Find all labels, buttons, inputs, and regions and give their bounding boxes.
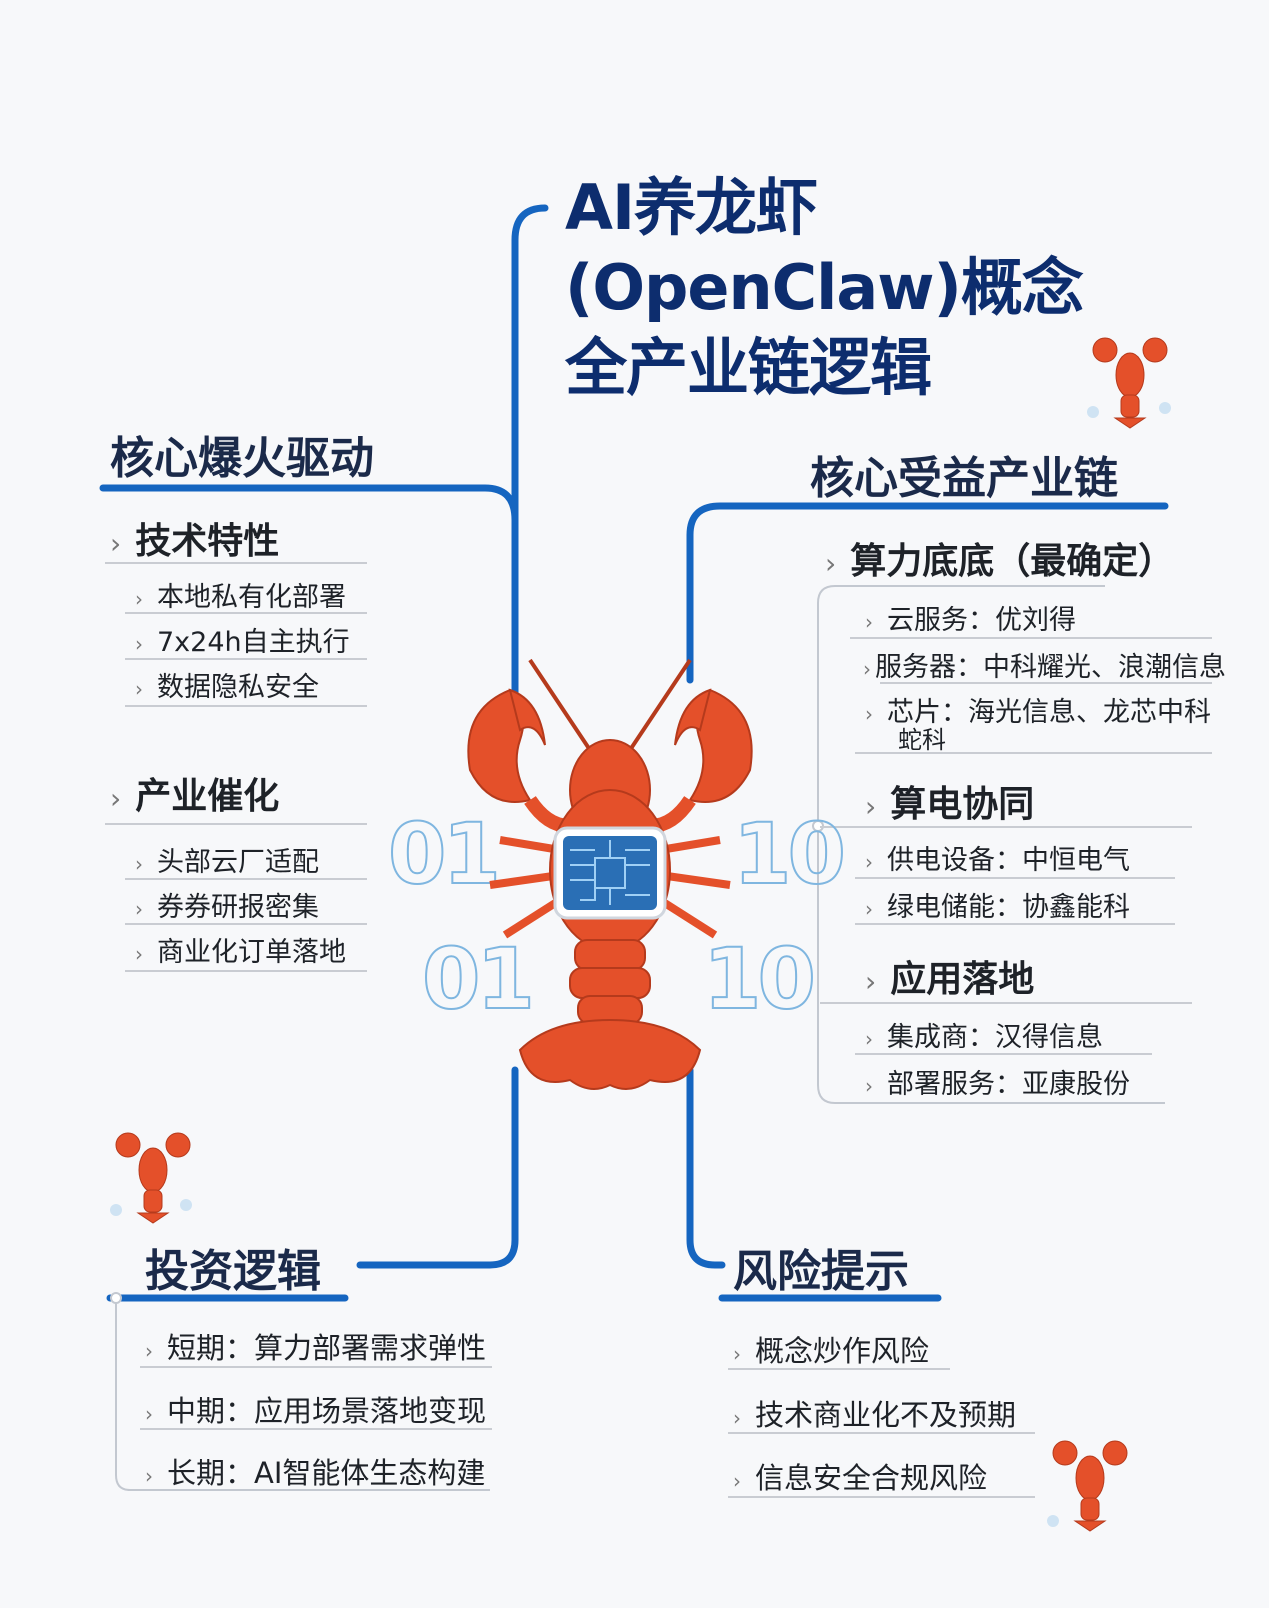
list-item: › 商业化订单落地 bbox=[135, 930, 346, 969]
binary-digits: 01 bbox=[421, 929, 536, 1029]
item-label: 头部云厂适配 bbox=[157, 847, 319, 878]
chevron-icon: › bbox=[135, 587, 143, 611]
item-label: 技术商业化不及预期 bbox=[755, 1398, 1017, 1432]
group-heading-tech: › 技术特性 bbox=[110, 512, 279, 564]
chevron-icon: › bbox=[110, 782, 122, 815]
group-heading-catalyst: › 产业催化 bbox=[110, 767, 279, 819]
chevron-icon: › bbox=[135, 852, 143, 876]
list-item: › 7x24h自主执行 bbox=[135, 620, 350, 659]
branch-heading-invest: 投资逻辑 bbox=[145, 1246, 321, 1297]
item-label: 短期：算力部署需求弹性 bbox=[167, 1331, 487, 1365]
list-item: › 集成商：汉得信息 bbox=[865, 1015, 1103, 1054]
list-item: › 信息安全合规风险 bbox=[733, 1455, 987, 1497]
list-item: › 数据隐私安全 bbox=[135, 665, 319, 704]
chevron-icon: › bbox=[145, 1464, 153, 1488]
lobster-icon bbox=[110, 1132, 192, 1224]
group-label: 算力底底（最确定） bbox=[850, 541, 1175, 582]
chevron-icon: › bbox=[733, 1342, 741, 1366]
list-item: › 供电设备：中恒电气 bbox=[865, 838, 1130, 877]
branch-heading-risk: 风险提示 bbox=[733, 1246, 909, 1297]
chevron-icon: › bbox=[865, 702, 873, 726]
list-item: › 头部云厂适配 bbox=[135, 840, 319, 879]
binary-digits: 01 bbox=[387, 804, 502, 904]
chevron-icon: › bbox=[865, 1027, 873, 1051]
branch-heading-core-drivers: 核心爆火驱动 bbox=[110, 433, 374, 484]
list-item: › 短期：算力部署需求弹性 bbox=[145, 1325, 486, 1367]
chevron-icon: › bbox=[733, 1469, 741, 1493]
list-item: › 长期：AI智能体生态构建 bbox=[145, 1450, 485, 1492]
list-item-continuation: 蛇科 bbox=[898, 726, 946, 754]
item-label: 集成商：汉得信息 bbox=[887, 1022, 1103, 1053]
item-label: 信息安全合规风险 bbox=[755, 1461, 988, 1495]
group-heading-compute: › 算力底底（最确定） bbox=[825, 532, 1174, 584]
list-item: › 云服务：优刘得 bbox=[865, 598, 1076, 637]
item-label: 供电设备：中恒电气 bbox=[887, 845, 1130, 876]
chevron-icon: › bbox=[865, 610, 873, 634]
chevron-icon: › bbox=[825, 547, 837, 580]
binary-digits: 10 bbox=[702, 929, 817, 1029]
list-item: › 芯片：海光信息、龙芯中科 bbox=[865, 690, 1211, 729]
chevron-icon: › bbox=[110, 527, 122, 560]
item-label: 数据隐私安全 bbox=[157, 672, 319, 703]
item-label: 中期：应用场景落地变现 bbox=[167, 1394, 487, 1428]
group-heading-application: › 应用落地 bbox=[865, 950, 1034, 1002]
chevron-icon: › bbox=[865, 790, 877, 823]
page-title: AI养龙虾 (OpenClaw)概念 全产业链逻辑 bbox=[565, 168, 1084, 408]
title-line-1: AI养龙虾 bbox=[565, 171, 818, 244]
chevron-icon: › bbox=[733, 1406, 741, 1430]
chevron-icon: › bbox=[865, 850, 873, 874]
item-label: 券券研报密集 bbox=[157, 892, 319, 923]
binary-digits: 10 bbox=[732, 804, 847, 904]
item-label: 云服务：优刘得 bbox=[887, 605, 1076, 636]
chevron-icon: › bbox=[145, 1339, 153, 1363]
list-item: ›服务器：中科耀光、浪潮信息 bbox=[863, 645, 1226, 684]
chevron-icon: › bbox=[863, 657, 871, 681]
title-line-2: (OpenClaw)概念 bbox=[565, 251, 1084, 324]
group-label: 应用落地 bbox=[890, 959, 1035, 1000]
item-label: 芯片：海光信息、龙芯中科 bbox=[887, 697, 1211, 728]
chevron-icon: › bbox=[865, 965, 877, 998]
item-label: 绿电储能：协鑫能科 bbox=[887, 892, 1130, 923]
lobster-chip-illustration bbox=[467, 658, 753, 1090]
chevron-icon: › bbox=[135, 897, 143, 921]
item-label: 本地私有化部署 bbox=[157, 582, 346, 613]
item-label: 7x24h自主执行 bbox=[157, 627, 350, 658]
chevron-icon: › bbox=[145, 1402, 153, 1426]
branch-heading-beneficiaries: 核心受益产业链 bbox=[810, 453, 1118, 504]
chevron-icon: › bbox=[865, 897, 873, 921]
list-item: › 概念炒作风险 bbox=[733, 1328, 929, 1370]
item-label: 服务器：中科耀光、浪潮信息 bbox=[875, 652, 1226, 683]
list-item: › 中期：应用场景落地变现 bbox=[145, 1388, 486, 1430]
list-item: › 部署服务：亚康股份 bbox=[865, 1062, 1130, 1101]
lobster-icon bbox=[1087, 337, 1171, 429]
group-heading-power: › 算电协同 bbox=[865, 775, 1034, 827]
chevron-icon: › bbox=[135, 942, 143, 966]
lobster-icon bbox=[1047, 1440, 1128, 1532]
list-item: › 本地私有化部署 bbox=[135, 575, 346, 614]
item-label: 概念炒作风险 bbox=[755, 1334, 930, 1368]
chevron-icon: › bbox=[865, 1074, 873, 1098]
item-label: 部署服务：亚康股份 bbox=[887, 1069, 1130, 1100]
group-label: 算电协同 bbox=[890, 784, 1035, 825]
chevron-icon: › bbox=[135, 632, 143, 656]
list-item: › 券券研报密集 bbox=[135, 885, 319, 924]
item-label: 商业化订单落地 bbox=[157, 937, 346, 968]
list-item: › 绿电储能：协鑫能科 bbox=[865, 885, 1130, 924]
group-label: 技术特性 bbox=[135, 521, 280, 562]
list-item: › 技术商业化不及预期 bbox=[733, 1392, 1016, 1434]
item-label: 长期：AI智能体生态构建 bbox=[167, 1456, 486, 1490]
chevron-icon: › bbox=[135, 677, 143, 701]
title-line-3: 全产业链逻辑 bbox=[565, 331, 932, 404]
group-label: 产业催化 bbox=[135, 776, 280, 817]
